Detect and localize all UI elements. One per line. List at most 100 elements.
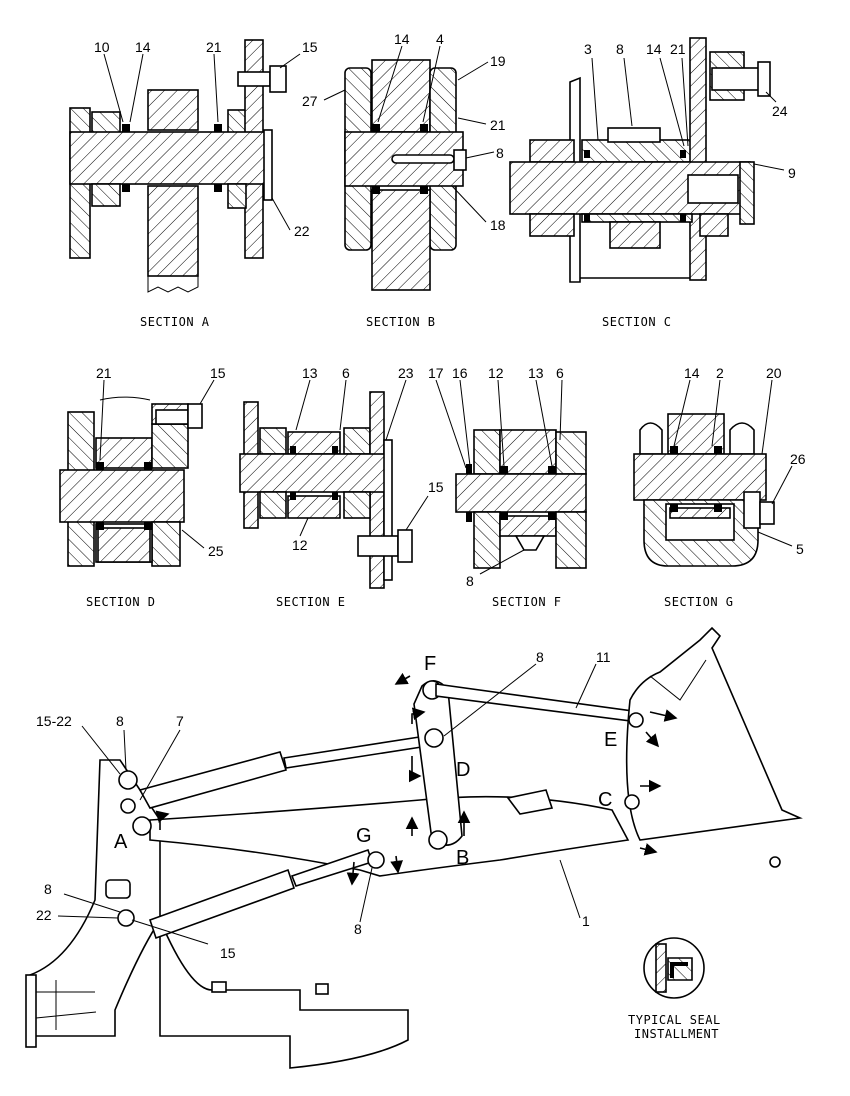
section-f-pin [455,473,587,513]
section-e-right-boss [343,427,371,455]
section-a: 10 14 21 15 22 SECTION A [69,39,318,329]
section-c-retainer-plate [739,161,755,225]
callout: 12 [292,537,308,553]
section-c-caption: SECTION C [602,315,672,329]
section-g-retainer [743,491,761,529]
callout: 23 [398,365,414,381]
section-c-lower-bushing [581,213,693,223]
section-a-lower-bore [147,185,199,277]
section-c-cap-bolt [687,174,739,204]
loader-rail [159,919,409,1069]
callout: 3 [584,41,592,57]
callout: 11 [596,649,611,665]
callout: 13 [528,365,544,381]
section-letter-a: A [114,831,128,853]
section-e-bolt [357,535,399,557]
section-a-bolt-nut [269,65,287,93]
section-g-left-lug [639,422,663,455]
section-a-bolt-head [237,71,271,87]
section-c-bolt-head [757,61,771,97]
callout: 24 [772,103,788,119]
seal-caption-line2: INSTALLMENT [634,1027,719,1041]
callout: 25 [208,543,224,559]
callout: 14 [684,365,700,381]
callout: 1 [582,913,590,929]
section-f-left-lower [473,511,501,569]
rail-lug [211,981,227,993]
section-g-bolt-head [759,501,775,525]
tower-arm-pin [132,816,152,836]
tower-frame [29,759,161,1037]
callout: 14 [135,39,151,55]
section-e: 13 6 23 15 12 SECTION E [239,365,444,609]
lower-cylinder-pin [367,851,385,869]
tower-upper-pin [118,770,138,790]
callout: 8 [536,649,544,665]
section-a-caption: SECTION A [140,315,210,329]
callout: 9 [788,165,796,181]
lift-arm [149,795,630,877]
callout: 20 [766,365,782,381]
callout: 2 [716,365,724,381]
section-d-bolt-head [187,403,203,429]
frame-mount-plate [25,974,37,1048]
section-letter-b: B [456,847,469,869]
callout: 15-22 [36,713,72,729]
bellcrank-mid-pin [424,728,444,748]
section-g-right-lug [729,422,755,455]
callout: 8 [466,573,474,589]
callout: 21 [670,41,686,57]
section-letter-c: C [598,789,612,811]
callout: 8 [354,921,362,937]
section-letter-d: D [456,759,470,781]
section-c-grease-fitting [607,127,661,143]
section-d-bolt [155,409,189,425]
callout: 6 [342,365,350,381]
callout: 14 [646,41,662,57]
upper-cylinder-rod [283,735,429,769]
typical-seal-detail: TYPICAL SEAL INSTALLMENT [628,937,721,1041]
loader-assembly: 15-22 8 7 8 11 1 8 22 15 8 A B C D E F G [25,626,803,1069]
section-b-bolt [391,154,455,164]
lower-cylinder-barrel [148,868,296,940]
section-d-right-upper [151,423,189,469]
section-a-pin [69,131,269,185]
section-e-lower-left-boss [259,491,287,519]
section-f-right-lower [555,511,587,569]
section-g: 14 2 20 26 5 SECTION G [633,365,806,609]
callout: 4 [436,31,444,47]
callout: 8 [496,145,504,161]
callout: 15 [210,365,226,381]
section-d: 21 15 25 SECTION D [59,365,226,609]
callout: 21 [96,365,112,381]
callout: 12 [488,365,504,381]
section-letter-e: E [604,729,617,751]
section-f-left-upper [473,429,501,475]
section-a-retainer [263,129,273,201]
section-c-right-plate [689,37,707,281]
callout: 13 [302,365,318,381]
section-letter-g: G [356,825,372,847]
section-g-caption: SECTION G [664,595,734,609]
section-a-washer [91,111,121,135]
callout: 16 [452,365,468,381]
rail-lug [315,983,329,995]
callout: 17 [428,365,444,381]
section-a-spacer [227,109,247,135]
section-e-left-boss [259,427,287,455]
callout: 8 [44,881,52,897]
section-e-lower-right-boss [343,491,371,519]
callout: 19 [490,53,506,69]
bucket-upper-pin [628,712,644,728]
upper-cylinder-barrel [138,751,288,809]
seal-caption-line1: TYPICAL SEAL [628,1013,721,1027]
section-a-lower-spacer [227,183,247,209]
bucket-lower-pin [624,794,640,810]
section-b-upper-bore [371,59,431,133]
section-c-left-boss [529,139,575,163]
bucket [625,626,803,841]
callout: 15 [428,479,444,495]
callout: 15 [220,945,236,961]
callout: 8 [116,713,124,729]
